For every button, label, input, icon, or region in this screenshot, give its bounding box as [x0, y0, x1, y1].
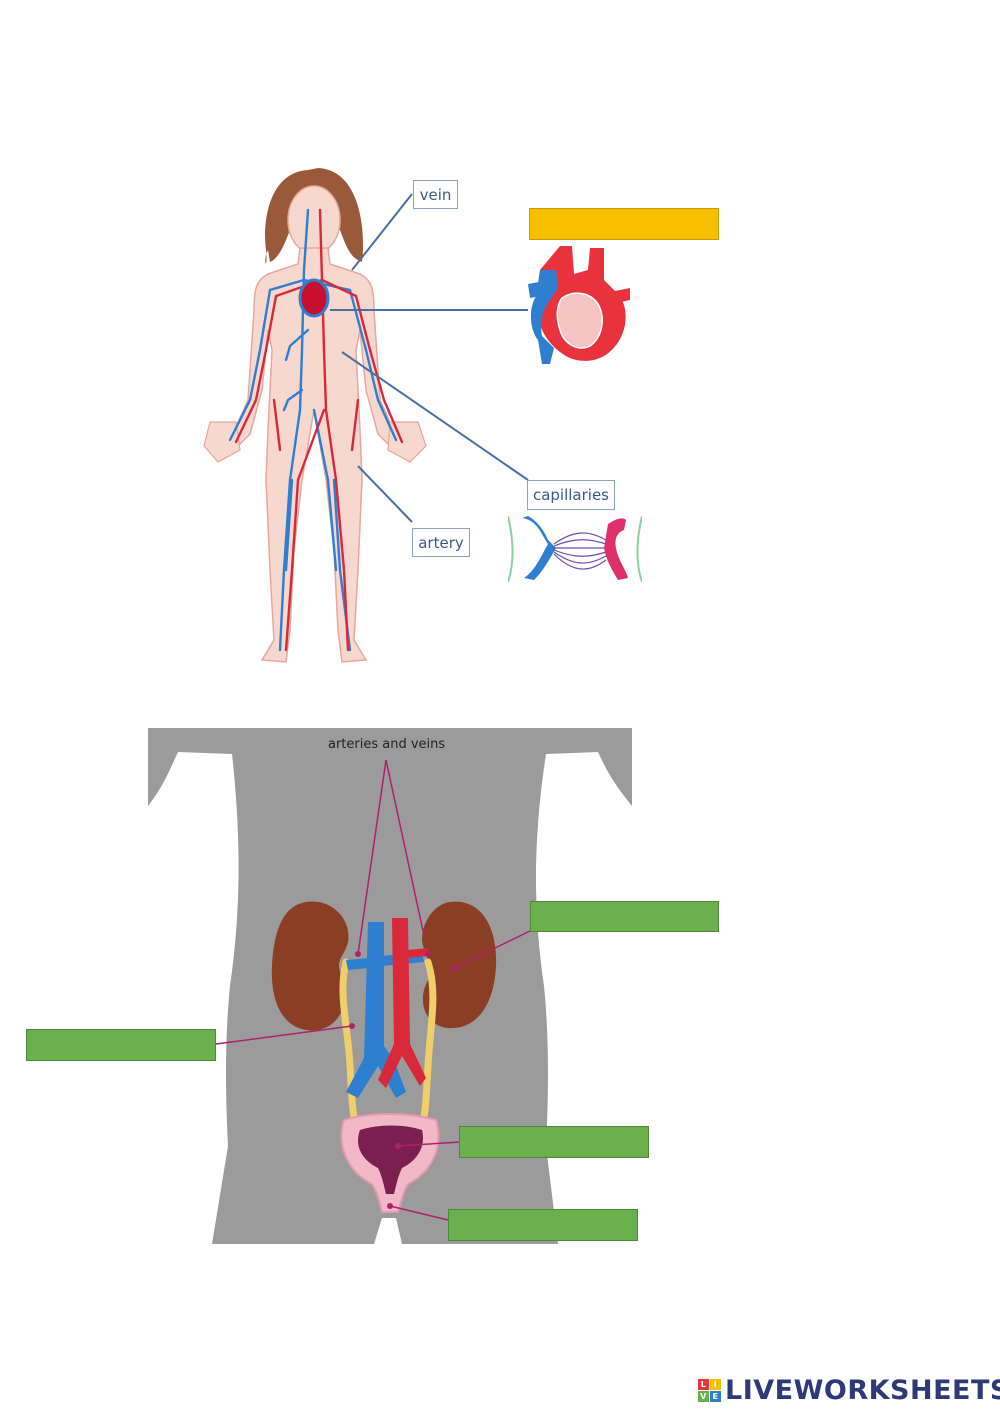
urethra-answer-box[interactable]	[448, 1209, 638, 1241]
ureter-answer-box[interactable]	[26, 1029, 216, 1061]
left-kidney	[271, 901, 349, 1031]
arteries	[234, 208, 404, 652]
liveworksheets-logo: L I V E LIVEWORKSHEETS	[698, 1375, 1000, 1406]
heart-illustration	[528, 246, 630, 364]
urinary-figure	[148, 728, 632, 1244]
leader-lines	[330, 193, 529, 523]
artery-label: artery	[412, 528, 470, 557]
leader-dots	[349, 951, 457, 1209]
body-outline	[229, 185, 399, 663]
caption-leaders	[357, 759, 429, 955]
heart-answer-box[interactable]	[529, 208, 719, 240]
chest-heart	[298, 278, 330, 318]
organ-leaders	[215, 930, 531, 1221]
vein-label: vein	[413, 180, 458, 209]
logo-blocks-icon: L I V E	[698, 1379, 721, 1402]
bladder-answer-box[interactable]	[459, 1126, 649, 1158]
ureters	[339, 958, 437, 1134]
capillaries-label: capillaries	[527, 480, 615, 510]
kidney-answer-box[interactable]	[530, 901, 719, 932]
arteries-veins-caption: arteries and veins	[328, 737, 446, 752]
bladder	[340, 1113, 440, 1213]
logo-text: LIVEWORKSHEETS	[725, 1375, 1000, 1406]
torso-silhouette	[148, 728, 632, 1244]
circulatory-figure	[203, 168, 529, 663]
capillaries-illustration	[508, 510, 642, 585]
great-vessels	[346, 918, 428, 1098]
